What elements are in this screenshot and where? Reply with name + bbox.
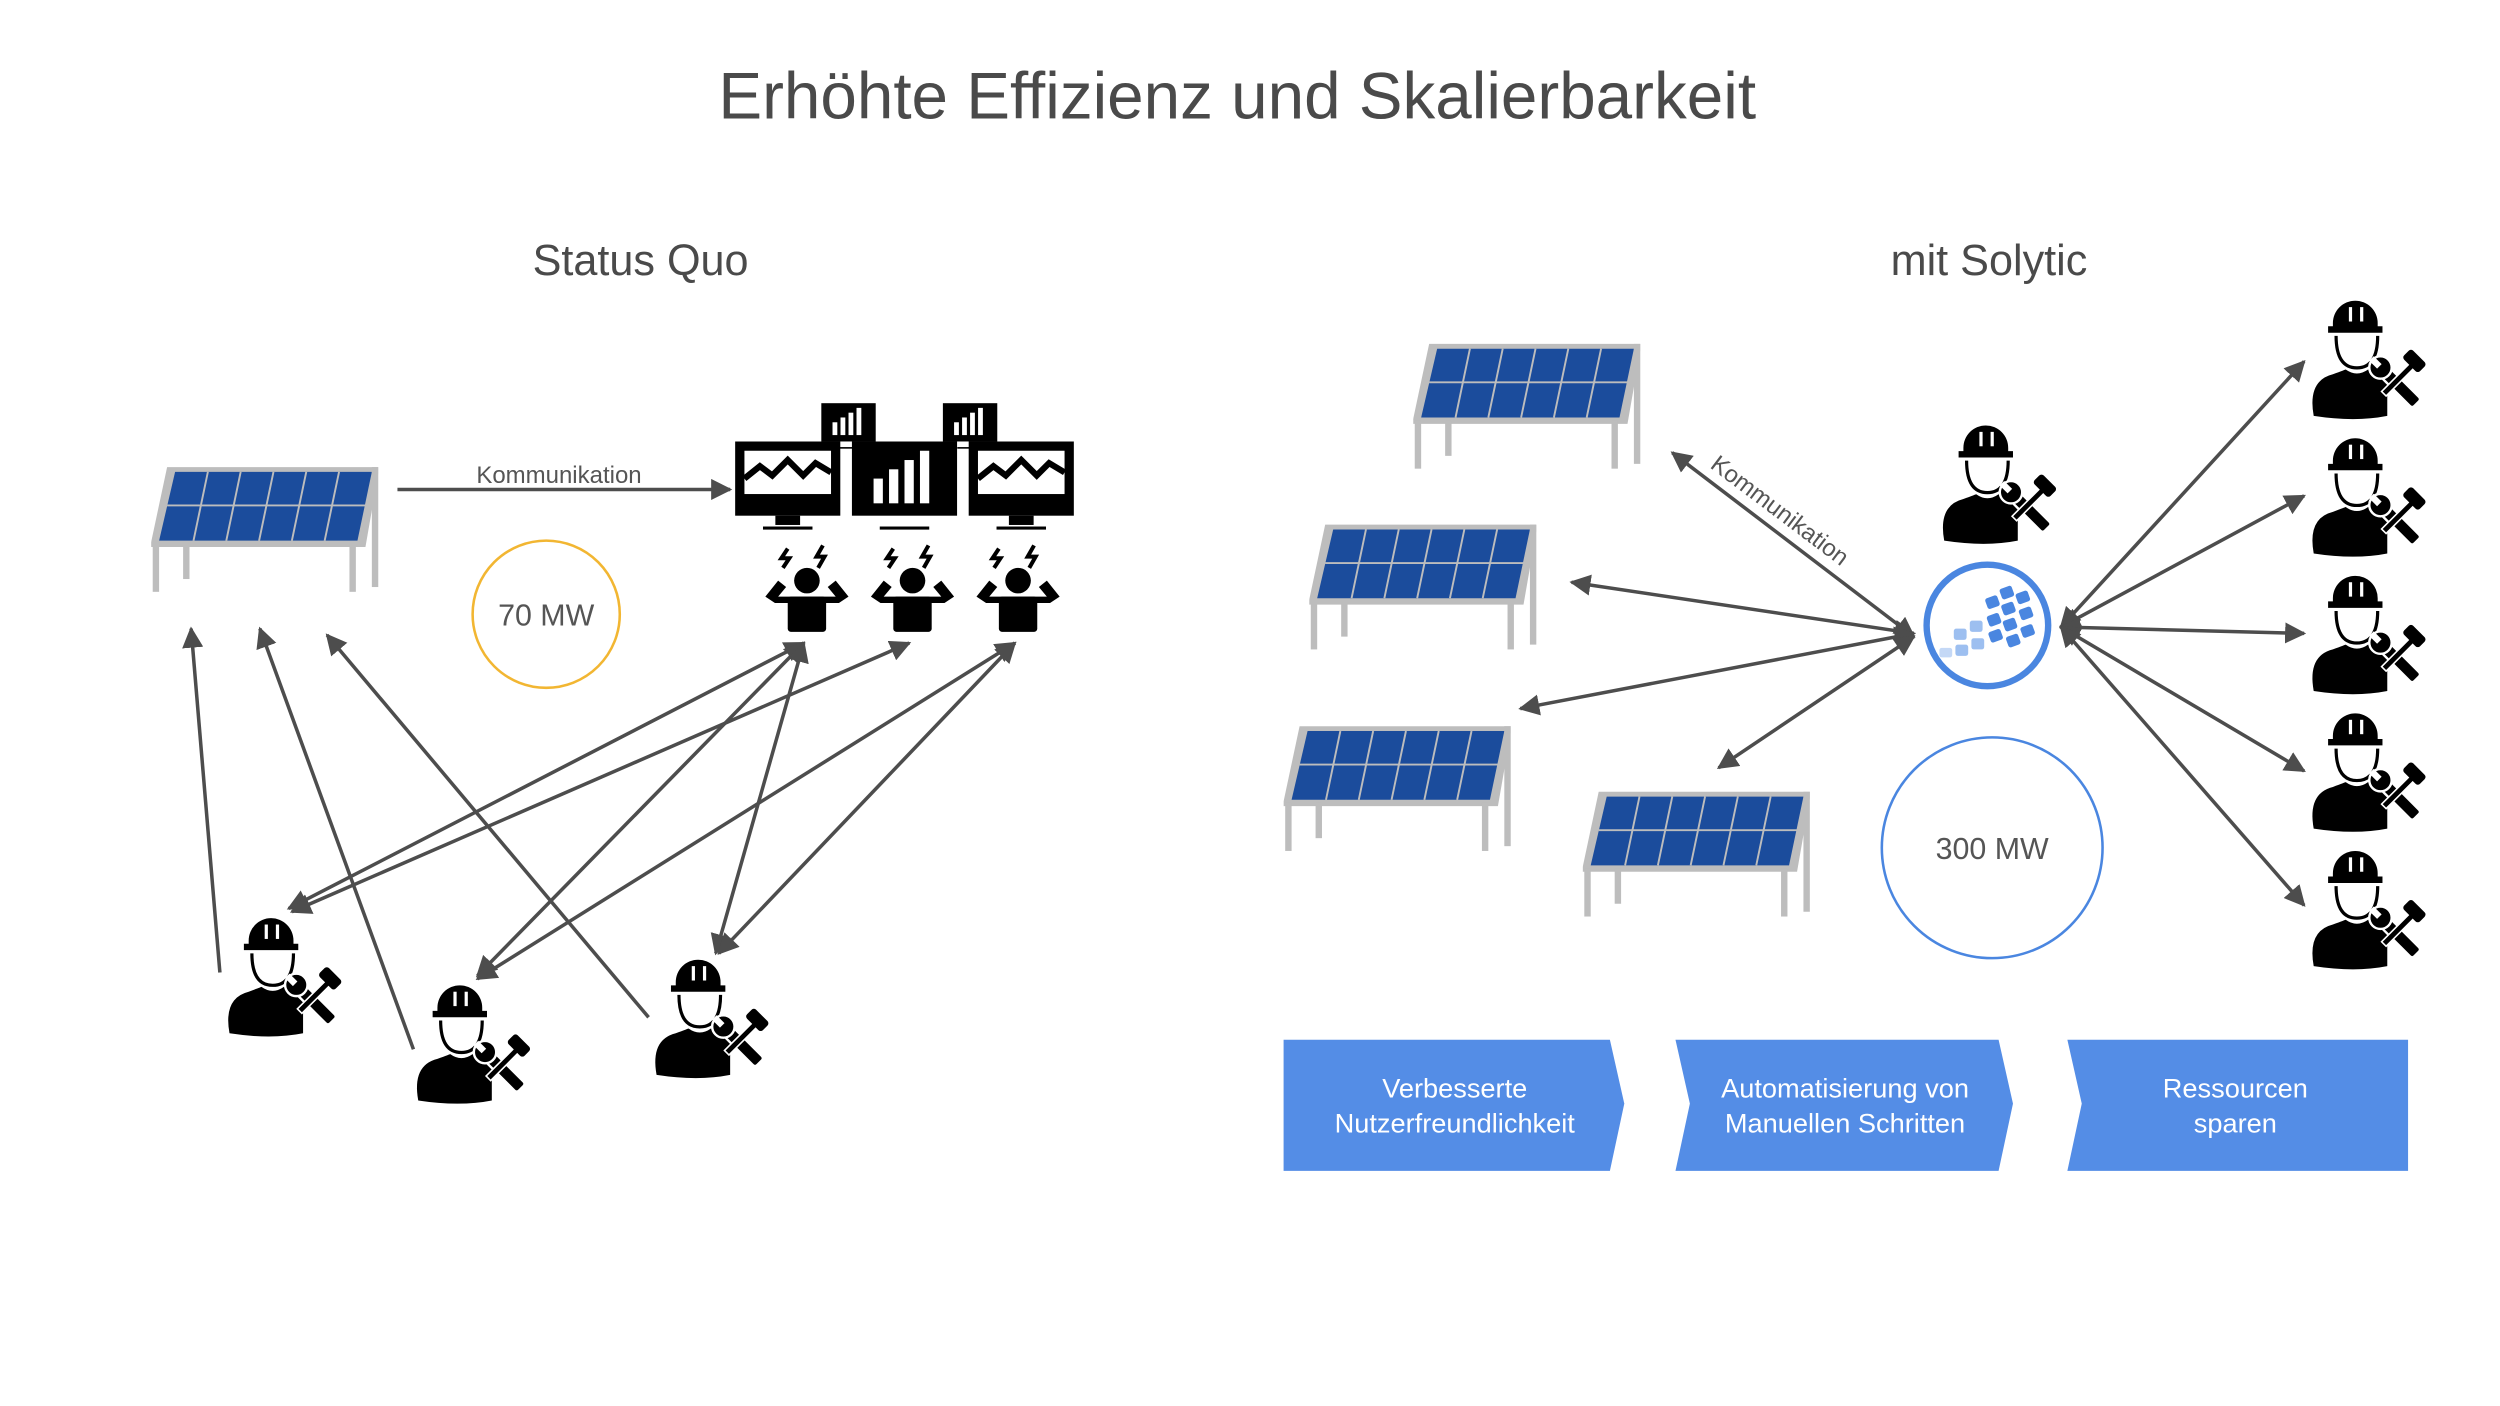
arrow — [1569, 574, 1916, 642]
technician-icon — [2310, 299, 2429, 421]
solar-panel-icon — [1309, 523, 1537, 651]
solar-panel-icon — [1283, 725, 1511, 852]
solytic-heading: mit Solytic — [1891, 237, 2088, 285]
benefit-chevron-automation: Automatisierung von Manuellen Schritten — [1675, 1039, 2013, 1171]
benefits-process: Verbesserte Nutzerfreundlichkeit Automat… — [1283, 1039, 2409, 1171]
stressed-operator-icon — [871, 545, 954, 631]
technician-icon — [2310, 711, 2429, 834]
benefit-chevron-resources: Ressourcen sparen — [2067, 1039, 2409, 1171]
benefit-label-line1: Automatisierung von — [1721, 1072, 1969, 1103]
solytic-panel-arrows — [1518, 451, 1916, 770]
status-quo-arrows — [182, 626, 1017, 1050]
capacity-label: 300 MW — [1936, 832, 2049, 866]
monitor-line-chart-icon — [969, 441, 1074, 529]
arrow — [2059, 359, 2306, 629]
technician-icon — [1941, 423, 2059, 546]
technician-icon — [226, 916, 345, 1039]
arrow — [1716, 635, 1916, 770]
technician-icon — [2310, 849, 2429, 971]
stressed-operator-icon — [765, 545, 848, 631]
arrow — [2058, 616, 2307, 644]
arrow — [2059, 625, 2306, 773]
communication-label: Kommunikation — [476, 462, 641, 489]
benefit-label-line2: sparen — [2194, 1107, 2277, 1138]
solytic-technician-arrows — [2058, 359, 2307, 907]
communication-label: Kommunikation — [1705, 450, 1853, 571]
benefit-label-line2: Nutzerfreundlichkeit — [1335, 1107, 1576, 1138]
arrow — [2059, 494, 2306, 629]
arrow — [475, 641, 1017, 981]
capacity-label: 70 MW — [498, 598, 595, 632]
technician-icon — [2310, 574, 2429, 696]
benefit-chevron-usability: Verbesserte Nutzerfreundlichkeit — [1283, 1039, 1625, 1171]
solar-panel-icon — [1413, 342, 1641, 470]
arrow — [1518, 626, 1916, 716]
benefit-label-line2: Manuellen Schritten — [1725, 1107, 1965, 1138]
solytic-logo-icon — [1923, 561, 2052, 690]
benefit-label-line1: Ressourcen — [2163, 1072, 2308, 1103]
communication-arrow — [1670, 451, 1916, 639]
page-title: Erhöhte Effizienz und Skalierbarkeit — [718, 59, 1756, 132]
stressed-operator-icon — [976, 545, 1059, 631]
solytic-section: mit Solytic Kommunikation — [1283, 237, 2429, 1171]
technician-icon — [2310, 436, 2429, 559]
arrow — [182, 626, 222, 973]
status-quo-section: Status Quo Kommunikation 70 MW — [151, 237, 1074, 1106]
technician-icon — [415, 983, 534, 1106]
benefit-label-line1: Verbesserte — [1382, 1072, 1527, 1103]
stressed-operators — [765, 545, 1059, 631]
solar-panel-icon — [151, 466, 379, 593]
monitoring-screens — [735, 403, 1074, 530]
arrow — [2059, 625, 2306, 907]
monitor-bar-chart-icon — [851, 441, 958, 530]
solar-panel-icon — [1582, 790, 1810, 918]
arrow — [717, 641, 1017, 955]
technician-icon — [653, 958, 772, 1080]
monitor-line-chart-icon — [735, 441, 840, 529]
status-quo-heading: Status Quo — [533, 237, 749, 285]
arrow — [289, 640, 912, 914]
